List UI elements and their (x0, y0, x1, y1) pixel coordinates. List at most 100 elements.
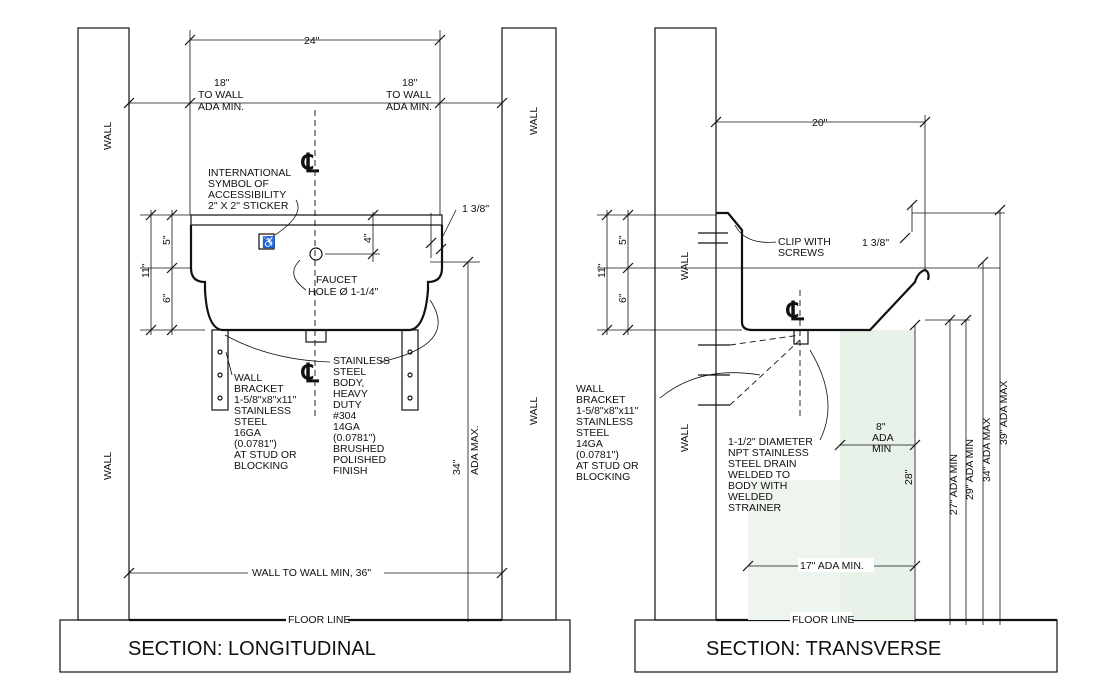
svg-text:NPT STAINLESS: NPT STAINLESS (728, 447, 809, 459)
to-wall-left-3: ADA MIN. (198, 101, 244, 113)
transverse-sink-profile (716, 211, 930, 332)
vert-dim-39: 39" ADA MAX (998, 381, 1010, 445)
faucet-hole (309, 247, 323, 261)
transverse-title: SECTION: TRANSVERSE (706, 638, 941, 660)
bracket-right (401, 329, 419, 411)
wall-to-wall-label: WALL TO WALL MIN, 36" (252, 567, 371, 579)
centerline-symbol-top: ℄ (301, 148, 320, 178)
svg-text:STEEL DRAIN: STEEL DRAIN (728, 458, 796, 470)
accessibility-sticker (258, 233, 275, 250)
faucet-note-1: FAUCET (316, 274, 358, 286)
svg-text:1-5/8"x8"x11": 1-5/8"x8"x11" (576, 405, 639, 417)
to-wall-right-3: ADA MIN. (386, 101, 432, 113)
faucet-note-2: HOLE Ø 1-1/4" (308, 286, 379, 298)
dim-24-label: 24" (304, 35, 320, 47)
svg-text:16GA: 16GA (234, 427, 261, 439)
ada-8-2: ADA (872, 432, 894, 444)
to-wall-right-1: 18" (402, 77, 418, 89)
bracket-left (211, 329, 229, 411)
longitudinal-section: 24" 18" TO WALL ADA MIN. 18" TO WALL ADA… (59, 27, 571, 673)
dim-4-label: 4" (362, 233, 374, 243)
svg-text:FINISH: FINISH (333, 465, 367, 477)
transverse-dim-1-3-8: 1 3/8" (862, 237, 889, 249)
bracket-note-long: WALL BRACKET 1-5/8"x8"x11" STAINLESS STE… (234, 372, 297, 472)
symbol-note-3: ACCESSIBILITY (208, 189, 286, 201)
drain-outlet (305, 329, 327, 343)
drain-note: 1-1/2" DIAMETER NPT STAINLESS STEEL DRAI… (728, 436, 813, 514)
svg-text:BODY,: BODY, (333, 377, 364, 389)
floor-line-label-long: FLOOR LINE (288, 614, 350, 626)
bracket-note-trans: WALL BRACKET 1-5/8"x8"x11" STAINLESS STE… (576, 383, 639, 483)
svg-text:14GA: 14GA (333, 421, 360, 433)
svg-text:(0.0781"): (0.0781") (333, 432, 376, 444)
svg-text:HEAVY: HEAVY (333, 388, 368, 400)
dim-17-label: 17" ADA MIN. (800, 560, 864, 572)
svg-text:1-5/8"x8"x11": 1-5/8"x8"x11" (234, 394, 297, 406)
transverse-dim-6: 6" (617, 293, 629, 303)
transverse-dim-5: 5" (617, 235, 629, 245)
to-wall-left-2: TO WALL (198, 89, 244, 101)
symbol-note-4: 2" X 2" STICKER (208, 200, 289, 212)
body-note: STAINLESS STEEL BODY, HEAVY DUTY #304 14… (333, 355, 390, 477)
vert-dim-27: 27" ADA MIN (948, 454, 960, 515)
svg-text:(0.0781"): (0.0781") (576, 449, 619, 461)
dim-20-label: 20" (812, 117, 828, 129)
wall-label-right-top: WALL (528, 107, 540, 135)
vert-dim-29: 29" ADA MIN (964, 439, 976, 500)
svg-text:1-1/2" DIAMETER: 1-1/2" DIAMETER (728, 436, 813, 448)
transverse-centerline-symbol: ℄ (786, 296, 805, 326)
wall-label-left-bottom: WALL (102, 452, 114, 480)
transverse-wall-label-bottom: WALL (679, 424, 691, 452)
accessibility-icon: ♿ (262, 236, 276, 249)
ada-max-34: 34" (451, 459, 463, 475)
dim-1-3-8-label: 1 3/8" (462, 203, 489, 215)
dim-6-label: 6" (161, 293, 173, 303)
svg-text:BLOCKING: BLOCKING (234, 460, 288, 472)
svg-text:AT STUD OR: AT STUD OR (234, 449, 297, 461)
ada-8-3: MIN (872, 443, 891, 455)
svg-text:(0.0781"): (0.0781") (234, 438, 277, 450)
transverse-wall (654, 27, 717, 621)
svg-text:STAINLESS: STAINLESS (576, 416, 633, 428)
svg-text:STEEL: STEEL (576, 427, 609, 439)
symbol-note-1: INTERNATIONAL (208, 167, 291, 179)
floor-line-label-trans: FLOOR LINE (792, 614, 854, 626)
left-wall (77, 27, 130, 621)
dim-28-label: 28" (903, 469, 915, 485)
dim-5-label: 5" (161, 235, 173, 245)
sink-deck (190, 214, 443, 226)
svg-text:BRACKET: BRACKET (234, 383, 284, 395)
transverse-section: 20" ℄ CLIP WITH SCREWS 1 3/8" WALL WALL (576, 27, 1058, 673)
svg-text:STRAINER: STRAINER (728, 502, 782, 514)
dim-11-label: 11" (140, 263, 152, 278)
to-wall-left-1: 18" (214, 77, 230, 89)
clip-note-2: SCREWS (778, 247, 824, 259)
centerline-symbol-bottom: ℄ (301, 358, 320, 388)
svg-text:#304: #304 (333, 410, 357, 422)
svg-text:STAINLESS: STAINLESS (234, 405, 291, 417)
ada-8-1: 8" (876, 421, 886, 433)
svg-text:WELDED: WELDED (728, 491, 773, 503)
svg-text:STAINLESS: STAINLESS (333, 355, 390, 367)
longitudinal-title: SECTION: LONGITUDINAL (128, 638, 376, 660)
svg-text:BODY WITH: BODY WITH (728, 480, 787, 492)
clip-note-1: CLIP WITH (778, 236, 831, 248)
transverse-wall-label-top: WALL (679, 252, 691, 280)
clip-screws (698, 232, 730, 406)
transverse-drain (793, 329, 809, 345)
transverse-dim-11: 11" (596, 263, 608, 278)
svg-text:14GA: 14GA (576, 438, 603, 450)
to-wall-right-2: TO WALL (386, 89, 432, 101)
svg-text:STEEL: STEEL (234, 416, 267, 428)
svg-text:WALL: WALL (234, 372, 262, 384)
svg-text:BLOCKING: BLOCKING (576, 471, 630, 483)
svg-text:DUTY: DUTY (333, 399, 362, 411)
svg-text:AT STUD OR: AT STUD OR (576, 460, 639, 472)
symbol-note-2: SYMBOL OF (208, 178, 269, 190)
svg-text:WALL: WALL (576, 383, 604, 395)
ada-max-label: ADA MAX. (469, 425, 481, 475)
wall-label-left-top: WALL (102, 122, 114, 150)
wall-label-right-bottom: WALL (528, 397, 540, 425)
svg-text:WELDED TO: WELDED TO (728, 469, 790, 481)
